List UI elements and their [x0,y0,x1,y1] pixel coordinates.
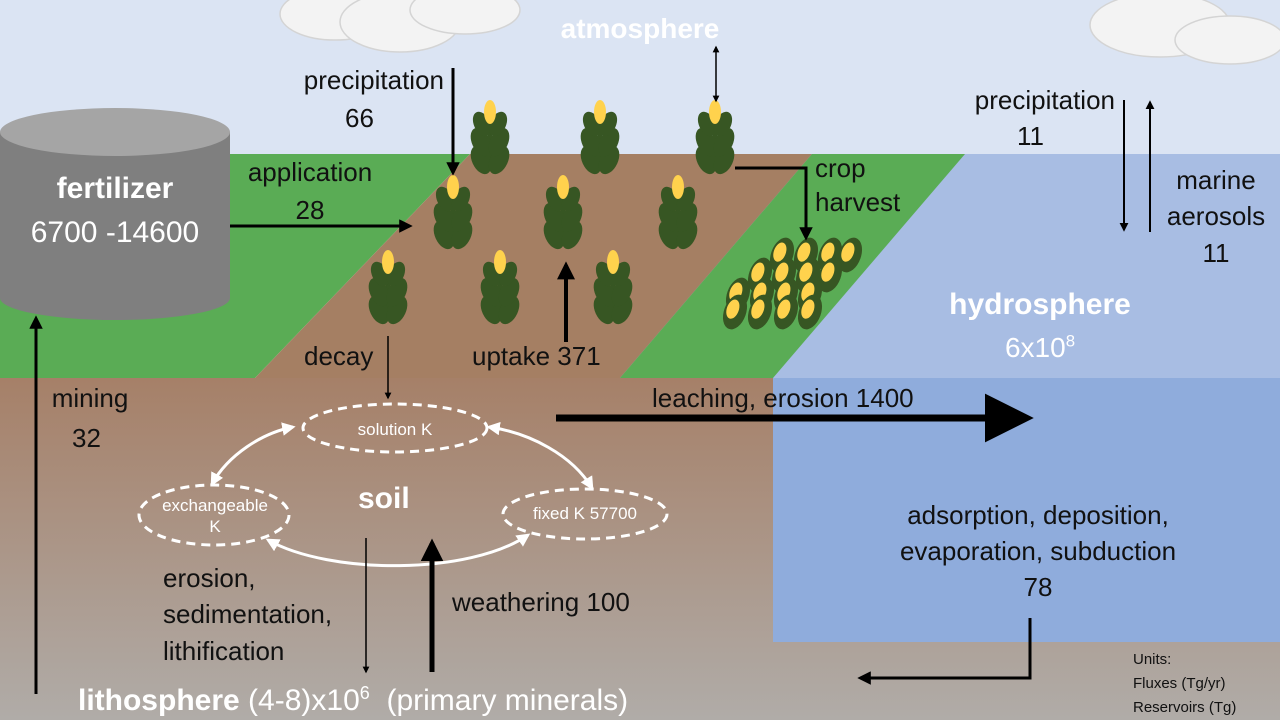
crop-harvest-line1: crop [815,153,866,183]
precip-land-label: precipitation [303,65,444,95]
erosion-line2: sedimentation, [163,599,333,630]
units-title: Units: [1133,651,1172,668]
solution-k-label: solution K [357,420,433,439]
crop-harvest-line2: harvest [815,186,901,217]
precip-ocean-label: precipitation [974,85,1115,115]
erosion-label: erosion, sedimentation, lithification [163,560,332,669]
uptake-label: uptake 371 [472,341,601,371]
adsorption-label: adsorption, deposition, evaporation, subd… [860,498,1216,606]
fertilizer-label: fertilizer [56,172,174,205]
decay-label: decay [304,341,374,371]
adsorption-value: 78 [1023,571,1053,602]
units-fluxes: Fluxes (Tg/yr) [1133,675,1226,692]
soil-exchange-arrows [210,421,594,568]
exchangeable-k-line1: exchangeable [162,496,268,515]
atmosphere-label: atmosphere [560,13,720,44]
marine-aerosols-line2: aerosols [1166,201,1266,232]
marine-aerosols-label: marine aerosols 11 [1160,162,1272,271]
fertilizer-tank [0,108,230,320]
fixed-k-label: fixed K 57700 [533,504,637,523]
marine-aerosols-value: 11 [1202,237,1230,268]
exchangeable-k-line2: K [209,517,221,537]
fertilizer-value: 6700 -14600 [30,216,200,249]
mining-value: 32 [72,423,101,453]
flux-arrows [29,45,1155,694]
soil-label: soil [358,482,410,515]
cloud-right [1089,0,1280,65]
application-value: 28 [295,195,325,225]
erosion-line3: lithification [163,635,285,666]
adsorption-line1: adsorption, deposition, [907,500,1169,530]
mining-label: mining [51,383,129,413]
lithosphere-label: lithosphere (4-8)x106 (primary minerals) [78,683,629,717]
cloud-left [279,0,521,53]
precip-land-value: 66 [345,103,374,133]
hydrosphere-value: 6x108 [1004,331,1076,363]
adsorption-arrow [857,618,1032,685]
marine-aerosols-line1: marine [1176,165,1256,195]
precip-ocean-value: 11 [1017,121,1044,151]
application-label: application [247,157,373,187]
weathering-label: weathering 100 [452,587,630,617]
leaching-label: leaching, erosion 1400 [652,383,914,413]
hydrosphere-label: hydrosphere [949,288,1131,321]
adsorption-line2: evaporation, subduction [899,535,1177,566]
erosion-line1: erosion, [163,563,256,593]
units-legend: Units: Fluxes (Tg/yr) Reservoirs (Tg) [1133,648,1236,720]
crop-harvest-arrow [735,166,813,241]
units-reservoirs: Reservoirs (Tg) [1133,699,1237,716]
fixed-k-pool [501,487,669,541]
